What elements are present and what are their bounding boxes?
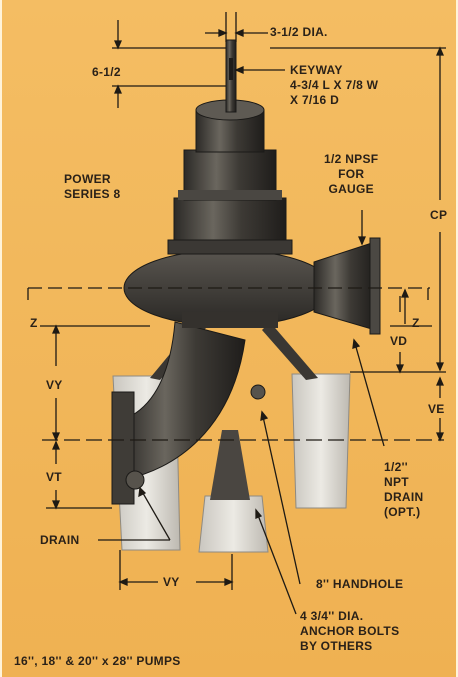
npsf-gauge-label: 1/2 NPSF FOR GAUGE <box>324 152 379 196</box>
keyway-label: KEYWAY 4-3/4 L X 7/8 W X 7/16 D <box>290 63 379 107</box>
power-series-label: POWER SERIES 8 <box>64 172 121 201</box>
z-left-label: Z <box>30 316 38 330</box>
shaft <box>225 39 237 113</box>
shaft-diameter-label: 3-1/2 DIA. <box>270 25 328 39</box>
center-pedestal <box>198 495 269 553</box>
right-pedestal <box>291 373 351 509</box>
drain-plug <box>125 470 145 490</box>
dimension-lines <box>27 12 446 615</box>
vt-label: VT <box>46 470 62 484</box>
keyway-slot <box>229 58 233 80</box>
cp-label: CP <box>430 208 448 222</box>
npt-drain-label: 1/2'' NPT DRAIN (OPT.) <box>384 460 424 519</box>
anchor-bolts-label: 4 3/4'' DIA. ANCHOR BOLTS BY OTHERS <box>300 609 400 653</box>
drain-label: DRAIN <box>40 533 80 547</box>
bearing-frame <box>167 99 293 255</box>
pump-sizes-caption: 16'', 18'' & 20'' x 28'' PUMPS <box>14 654 181 668</box>
discharge-nozzle <box>313 241 376 331</box>
discharge-flange <box>369 237 381 335</box>
handhole-cover <box>250 384 266 400</box>
vy-bottom-label: VY <box>163 575 180 589</box>
vy-left-label: VY <box>46 378 63 392</box>
z-right-label: Z <box>412 316 420 330</box>
dim-6-1-2-label: 6-1/2 <box>92 65 121 79</box>
ve-label: VE <box>428 402 445 416</box>
vd-label: VD <box>390 334 408 348</box>
handhole-label: 8'' HANDHOLE <box>316 577 404 591</box>
